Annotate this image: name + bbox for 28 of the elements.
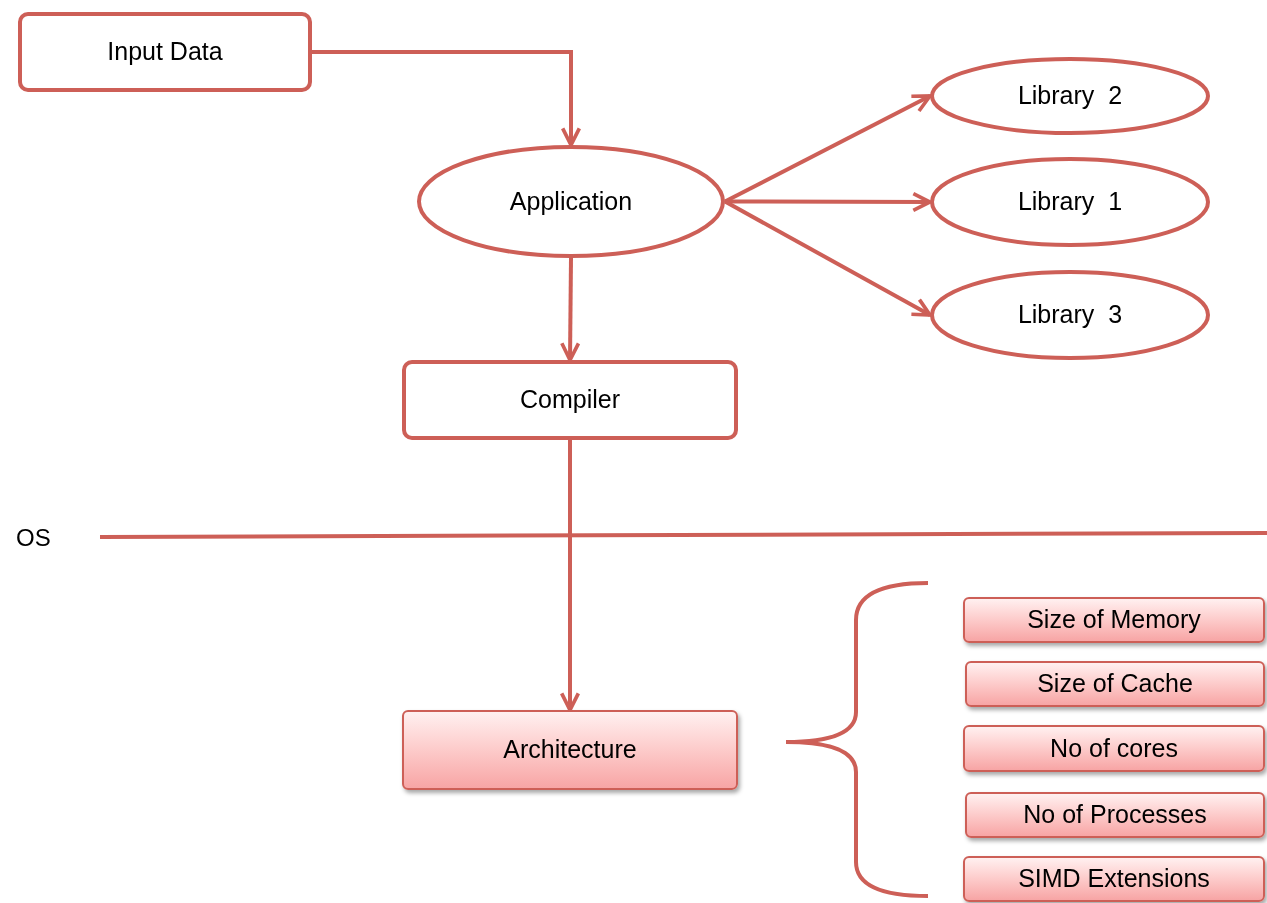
property-box (963, 597, 1265, 643)
property-box (402, 710, 738, 790)
node-label: Application (509, 185, 633, 217)
property-box (963, 725, 1265, 772)
property-box (965, 792, 1265, 838)
node-label: Size of Memory (1027, 604, 1201, 636)
node-label: Library 1 (1017, 186, 1123, 218)
node-label: No of cores (1050, 732, 1178, 764)
node-label: Size of Cache (1037, 668, 1193, 700)
process-box (18, 12, 312, 92)
node-label: Library 3 (1017, 299, 1123, 331)
process-ellipse (930, 157, 1210, 247)
arrow (559, 440, 581, 712)
node-label: Compiler (520, 384, 620, 416)
process-ellipse (930, 270, 1210, 360)
process-ellipse (930, 57, 1210, 135)
process-ellipse (417, 145, 725, 258)
node-label: Input Data (107, 36, 223, 68)
arrow (560, 257, 581, 362)
node-label: SIMD Extensions (1018, 863, 1210, 895)
node-label: Architecture (503, 734, 637, 766)
process-box (402, 360, 738, 440)
arrow (312, 50, 582, 147)
node-label: Library 2 (1017, 80, 1123, 112)
layer-label: OS (16, 523, 51, 553)
property-box (963, 856, 1265, 902)
node-label: No of Processes (1023, 799, 1207, 831)
property-box (965, 661, 1265, 707)
